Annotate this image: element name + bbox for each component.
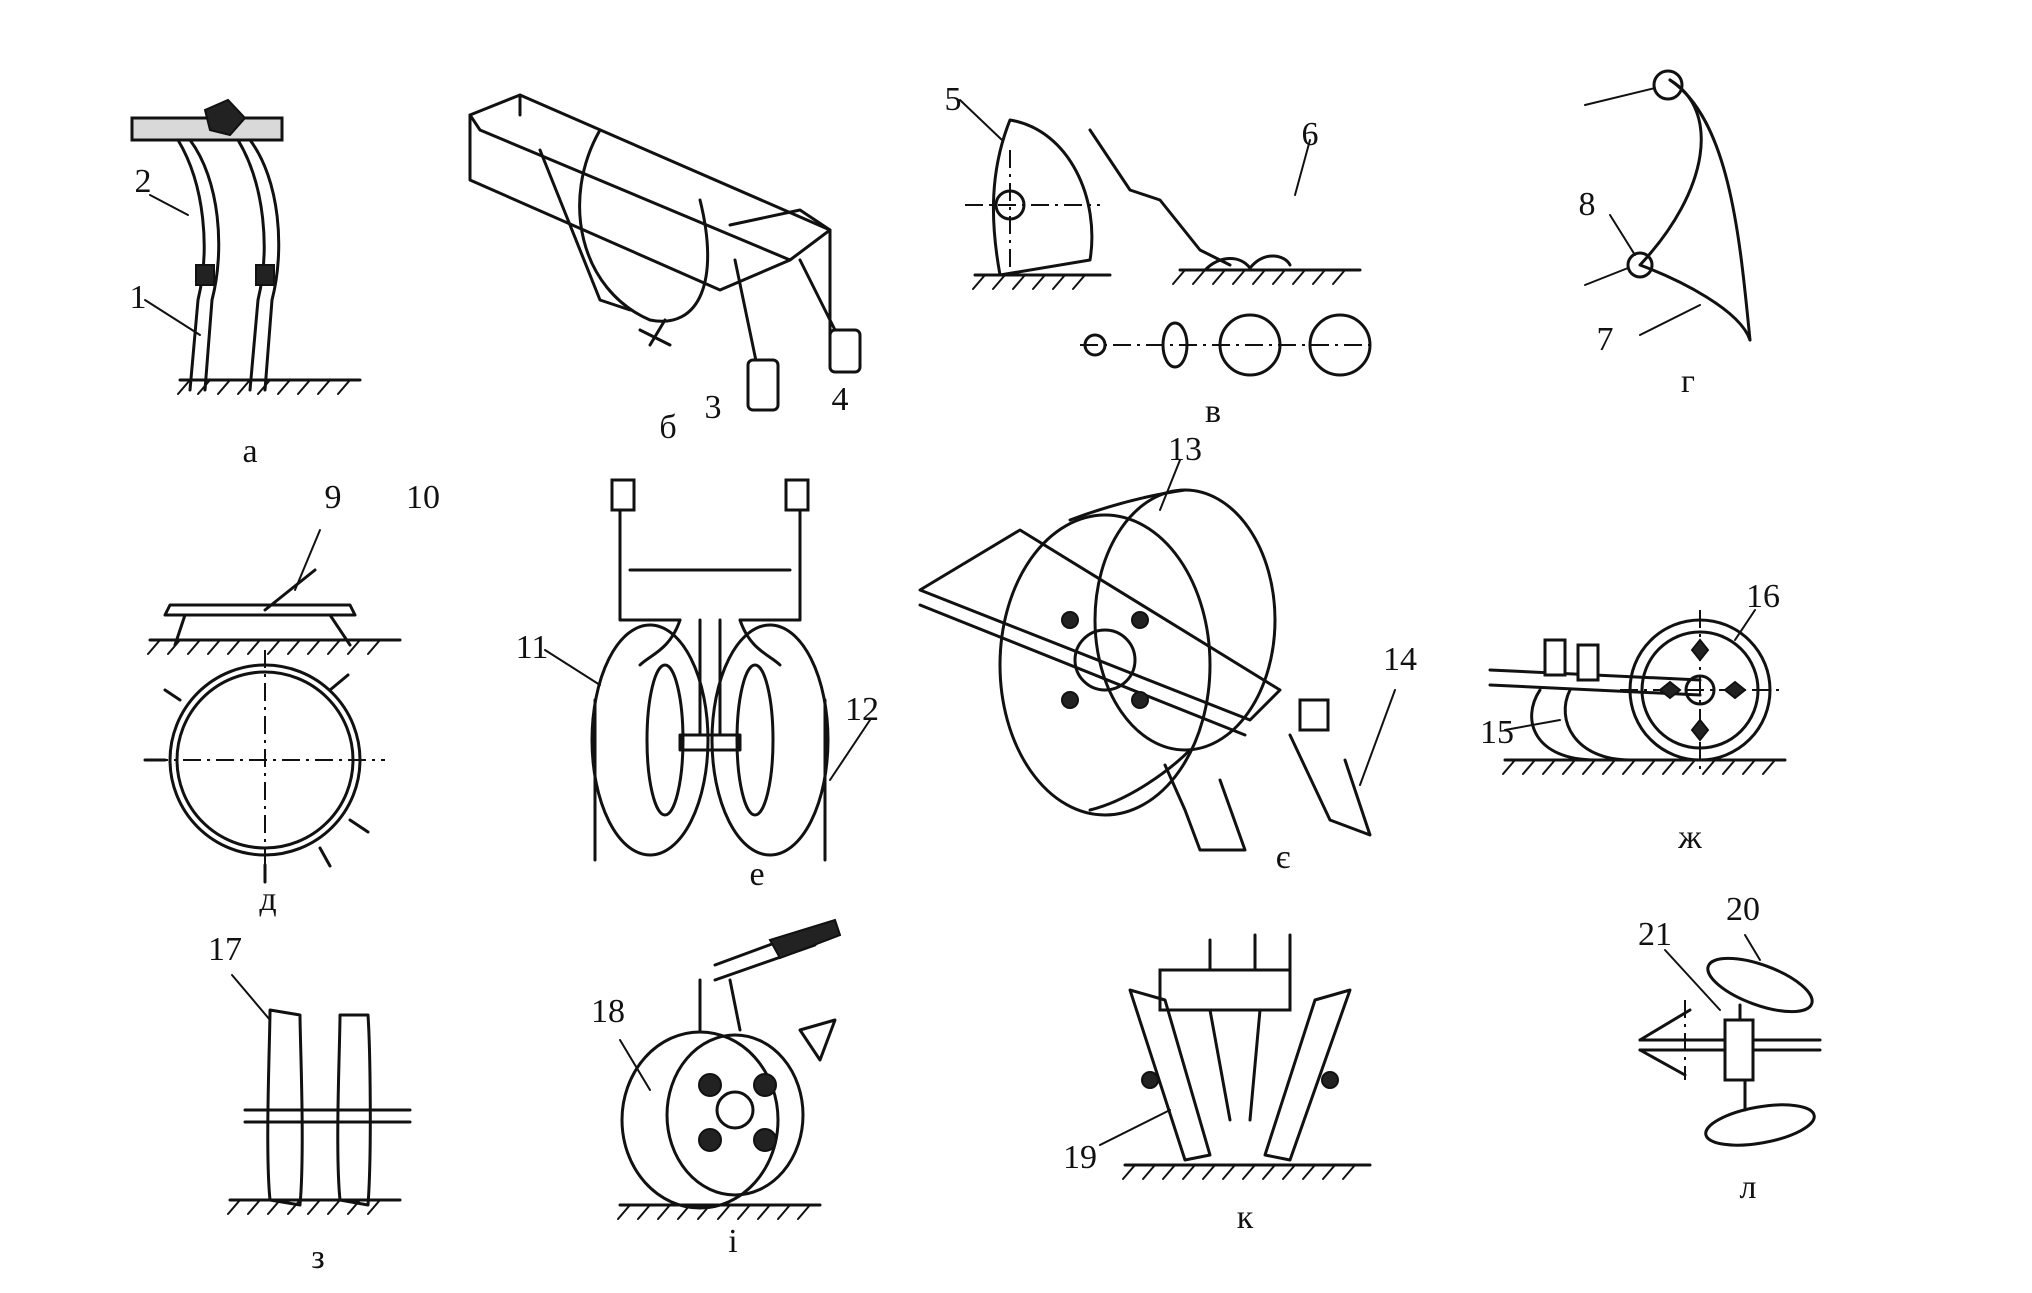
callout-18: 18 bbox=[591, 993, 625, 1030]
callout-11: 11 bbox=[515, 629, 549, 666]
callout-7: 7 bbox=[1596, 321, 1614, 358]
callout-2: 2 bbox=[134, 163, 152, 200]
callout-13: 13 bbox=[1168, 431, 1202, 468]
panel-letter-i: і bbox=[728, 1223, 738, 1260]
panel-letter-e: е bbox=[749, 856, 765, 893]
callout-17: 17 bbox=[208, 931, 242, 968]
panel-ye-drawing bbox=[918, 459, 1396, 852]
callout-10: 10 bbox=[406, 479, 440, 516]
panel-letter-z: з bbox=[311, 1239, 325, 1276]
callout-15: 15 bbox=[1480, 714, 1514, 751]
panel-zh-drawing bbox=[1488, 609, 1787, 775]
panel-letter-k: к bbox=[1236, 1199, 1254, 1236]
callout-8: 8 bbox=[1578, 186, 1596, 223]
callout-5: 5 bbox=[944, 81, 962, 118]
callout-21: 21 bbox=[1638, 916, 1672, 953]
panel-letter-v: в bbox=[1204, 393, 1222, 430]
callout-19: 19 bbox=[1063, 1139, 1097, 1176]
panel-d-drawing bbox=[143, 529, 402, 884]
panel-z-drawing bbox=[227, 974, 412, 1215]
callout-3: 3 bbox=[704, 389, 722, 426]
panel-letter-ye: є bbox=[1275, 839, 1291, 876]
callout-9: 9 bbox=[324, 479, 342, 516]
callout-16: 16 bbox=[1746, 578, 1780, 615]
panel-letter-zh: ж bbox=[1678, 819, 1702, 856]
panel-e-drawing bbox=[544, 478, 871, 862]
callout-14: 14 bbox=[1383, 641, 1417, 678]
panel-a-drawing bbox=[130, 98, 362, 395]
panel-letter-g: г bbox=[1681, 363, 1695, 400]
panel-letter-a: а bbox=[242, 433, 258, 470]
callout-12: 12 bbox=[845, 691, 879, 728]
panel-l-drawing bbox=[1638, 934, 1822, 1147]
panel-letter-d: д bbox=[259, 881, 277, 918]
panel-v-drawing bbox=[959, 99, 1375, 377]
panel-k-drawing bbox=[1099, 933, 1372, 1180]
callout-1: 1 bbox=[129, 279, 147, 316]
panel-letter-l: л bbox=[1739, 1169, 1757, 1206]
callout-20: 20 bbox=[1726, 891, 1760, 928]
callout-4: 4 bbox=[831, 381, 849, 418]
panel-i-drawing bbox=[617, 918, 842, 1220]
panel-b-drawing bbox=[468, 93, 862, 412]
panel-letter-b: б bbox=[659, 409, 677, 446]
panel-g-drawing bbox=[1584, 69, 1752, 342]
callout-6: 6 bbox=[1301, 116, 1319, 153]
